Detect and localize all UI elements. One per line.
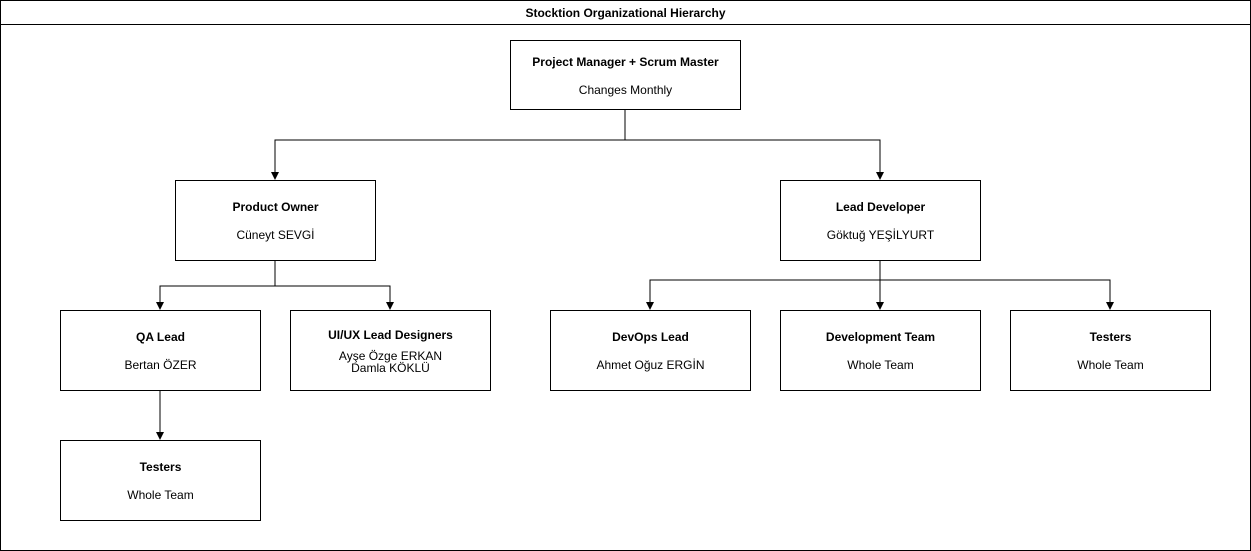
node-lead-developer[interactable]: Lead Developer Göktuğ YEŞİLYURT	[780, 180, 981, 261]
connector-pm-lead-dev	[624, 110, 884, 180]
connector-po-qa	[156, 260, 276, 310]
node-development-team[interactable]: Development Team Whole Team	[780, 310, 981, 391]
connector-pm-po	[271, 110, 626, 180]
node-title: Lead Developer	[835, 200, 926, 214]
node-title: QA Lead	[136, 330, 185, 344]
node-subtitle: Göktuğ YEŞİLYURT	[826, 228, 935, 242]
node-subtitle: Bertan ÖZER	[124, 358, 197, 372]
node-testers-dev[interactable]: Testers Whole Team	[1010, 310, 1211, 391]
node-subtitle: Ayşe Özge ERKAN Damla KÖKLÜ	[338, 348, 443, 375]
connector-lead-dev-devops	[646, 260, 881, 310]
node-title: UI/UX Lead Designers	[328, 327, 453, 342]
node-product-owner[interactable]: Product Owner Cüneyt SEVGİ	[175, 180, 376, 261]
node-title: Project Manager + Scrum Master	[532, 54, 719, 69]
node-project-manager[interactable]: Project Manager + Scrum Master Changes M…	[510, 40, 741, 110]
diagram-title: Stocktion Organizational Hierarchy	[1, 1, 1250, 25]
node-subtitle: Whole Team	[127, 488, 194, 502]
node-title: Testers	[1089, 330, 1132, 344]
node-subtitle: Ahmet Oğuz ERGİN	[596, 358, 705, 372]
connector-lead-dev-testers	[879, 260, 1114, 310]
node-uiux-lead-designers[interactable]: UI/UX Lead Designers Ayşe Özge ERKAN Dam…	[290, 310, 491, 391]
node-subtitle: Whole Team	[1077, 358, 1144, 372]
node-qa-lead[interactable]: QA Lead Bertan ÖZER	[60, 310, 261, 391]
node-title: Product Owner	[232, 200, 319, 214]
node-subtitle: Whole Team	[847, 358, 914, 372]
node-title: Testers	[139, 460, 182, 474]
node-subtitle: Changes Monthly	[578, 82, 673, 97]
node-title: DevOps Lead	[612, 330, 689, 344]
node-devops-lead[interactable]: DevOps Lead Ahmet Oğuz ERGİN	[550, 310, 751, 391]
node-title: Development Team	[825, 330, 936, 344]
connector-po-uiux	[274, 260, 394, 310]
node-testers-qa[interactable]: Testers Whole Team	[60, 440, 261, 521]
node-subtitle: Cüneyt SEVGİ	[236, 228, 315, 242]
